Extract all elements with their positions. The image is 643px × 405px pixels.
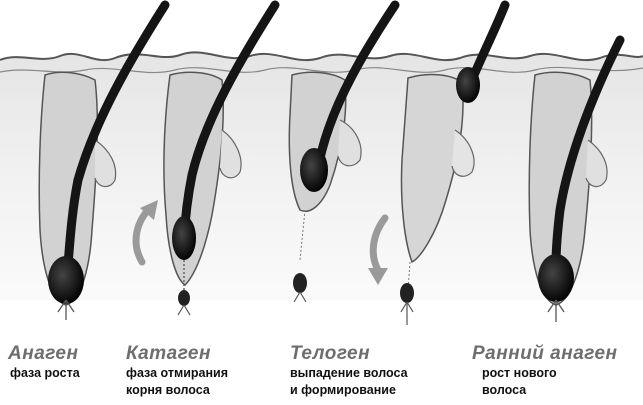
stage-catagen: Катаген фаза отмирания корня волоса xyxy=(126,343,228,399)
stage-telogen: Телоген выпадение волоса и формирование xyxy=(290,343,408,399)
stage-description-line: рост нового xyxy=(472,365,618,382)
stage-title: Анаген xyxy=(8,343,80,365)
stage-anagen: Анаген фаза роста xyxy=(8,343,80,382)
stage-early-anagen: Ранний анаген рост нового волоса xyxy=(472,343,618,399)
stage-description-line: и формирование xyxy=(290,382,408,399)
stage-title: Ранний анаген xyxy=(472,343,618,365)
stage-description-line: корня волоса xyxy=(126,382,228,399)
stage-description-line: фаза роста xyxy=(8,365,80,382)
stage-description-line: выпадение волоса xyxy=(290,365,408,382)
stage-title: Катаген xyxy=(126,343,228,365)
stage-description-line: фаза отмирания xyxy=(126,365,228,382)
hair-growth-cycle-illustration xyxy=(0,0,643,340)
stage-title: Телоген xyxy=(290,343,408,365)
stage-description-line: волоса xyxy=(472,382,618,399)
